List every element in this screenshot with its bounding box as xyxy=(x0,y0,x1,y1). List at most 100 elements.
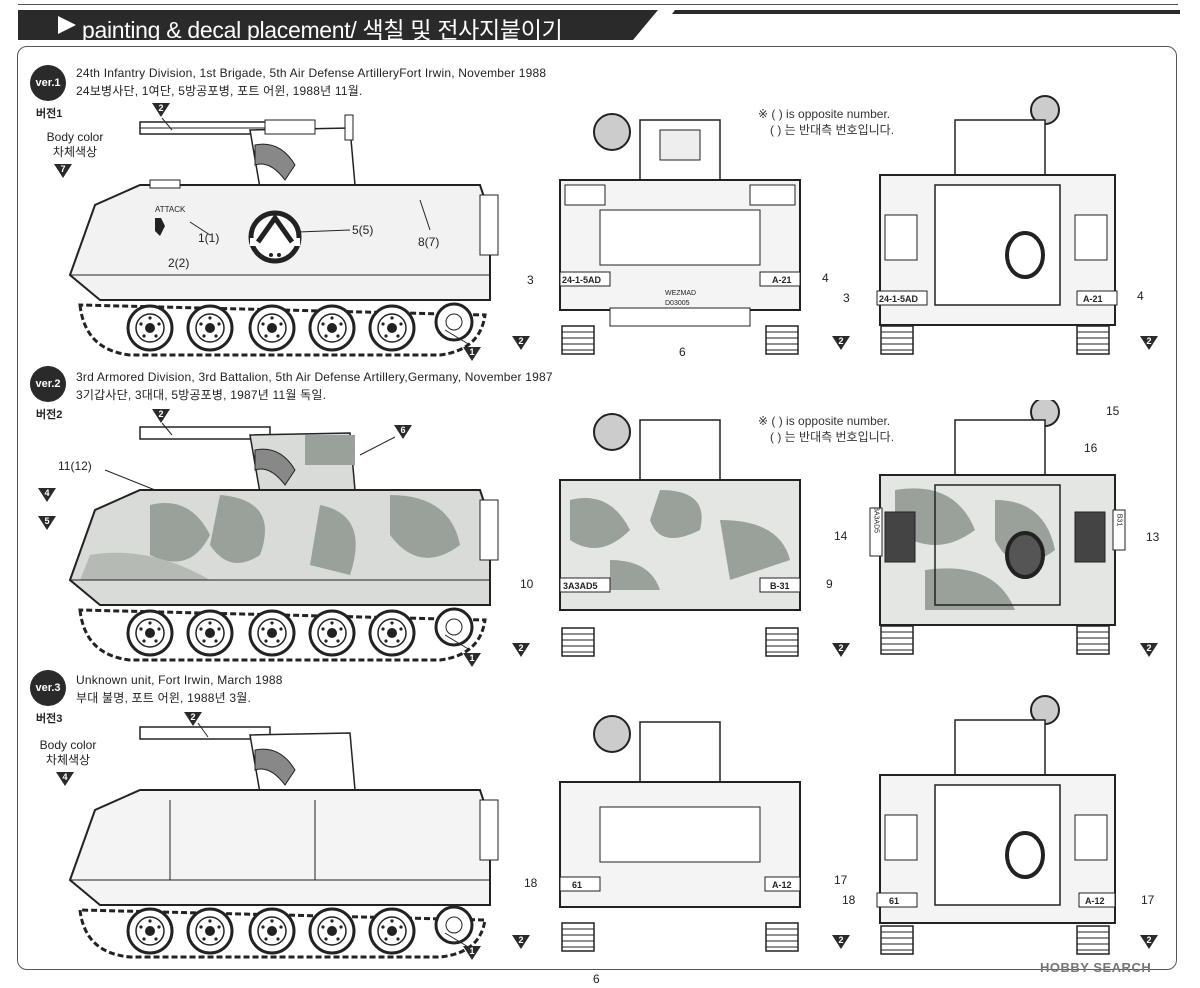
callout-number: 2 xyxy=(158,103,164,113)
callout-number: 2 xyxy=(1146,935,1152,945)
version-badge: ver.3 xyxy=(30,670,66,706)
decal-label: 8(7) xyxy=(418,235,440,249)
version-subtitle: 버전3 xyxy=(36,713,63,725)
decal-label: 1(1) xyxy=(198,231,220,245)
callout-marker xyxy=(512,643,530,657)
front-view-vehicle-camo: 3A3AD5 B-31 xyxy=(559,413,801,657)
side-view-vehicle: ATTACK xyxy=(68,114,499,357)
decal-number: 6 xyxy=(679,345,686,359)
svg-text:3A3AD5: 3A3AD5 xyxy=(563,581,598,591)
svg-text:A-12: A-12 xyxy=(772,880,792,890)
header-line xyxy=(672,10,1180,14)
callout-number: 2 xyxy=(1146,643,1152,653)
callout-number: 2 xyxy=(838,935,844,945)
callout-marker xyxy=(184,712,202,726)
callout-number: 2 xyxy=(838,336,844,346)
header-bar xyxy=(18,10,658,40)
svg-text:WEZMAD: WEZMAD xyxy=(665,290,696,297)
svg-text:A-12: A-12 xyxy=(1085,896,1105,906)
svg-text:24-1-5AD: 24-1-5AD xyxy=(879,294,919,304)
callout-marker xyxy=(512,935,530,949)
opposite-number-note: ※ ( ) is opposite number. xyxy=(758,107,891,121)
callout-marker xyxy=(38,516,56,530)
decal-number: 4 xyxy=(1137,289,1144,303)
side-view-vehicle-camo xyxy=(68,422,499,662)
svg-text:B-31: B-31 xyxy=(770,581,790,591)
callout-marker xyxy=(463,653,481,667)
svg-text:A-21: A-21 xyxy=(1083,294,1103,304)
decal-number: 4 xyxy=(822,271,829,285)
rear-view-vehicle: 24-1-5AD A-21 xyxy=(876,95,1118,355)
marker-number: 4 xyxy=(62,772,68,782)
svg-text:61: 61 xyxy=(572,880,582,890)
version-caption-ko: 24보병사단, 1여단, 5방공포병, 포트 어윈, 1988년 11월. xyxy=(76,84,363,98)
decal-number: 14 xyxy=(834,529,848,543)
decal-label: 2(2) xyxy=(168,256,190,270)
decal-number: 15 xyxy=(1106,404,1120,418)
callout-marker xyxy=(152,409,170,423)
decal-number: 18 xyxy=(524,876,538,890)
callout-marker xyxy=(832,336,850,350)
version-caption-ko: 부대 불명, 포트 어윈, 1988년 3월. xyxy=(76,691,252,705)
header-title: painting & decal placement/ 색칠 및 전사지붙이기 xyxy=(82,17,563,43)
decal-number: 10 xyxy=(520,577,534,591)
version-subtitle: 버전2 xyxy=(36,409,63,421)
svg-text:A-21: A-21 xyxy=(772,275,792,285)
callout-marker xyxy=(832,935,850,949)
callout-number: 4 xyxy=(44,488,50,498)
svg-text:ATTACK: ATTACK xyxy=(155,205,186,214)
version-caption-ko: 3기갑사단, 3대대, 5방공포병, 1987년 11월 독일. xyxy=(76,388,327,402)
version-caption-en: 3rd Armored Division, 3rd Battalion, 5th… xyxy=(76,370,553,384)
callout-marker xyxy=(38,488,56,502)
callout-number: 2 xyxy=(838,643,844,653)
svg-text:3A3AD5: 3A3AD5 xyxy=(873,507,880,533)
callout-marker xyxy=(394,425,412,439)
decal-number: 3 xyxy=(843,291,850,305)
rear-view-vehicle-camo: 3A3AD5 B31 xyxy=(869,400,1126,655)
callout-number: 2 xyxy=(518,643,524,653)
callout-number: 6 xyxy=(400,425,406,435)
version-caption-en: 24th Infantry Division, 1st Brigade, 5th… xyxy=(76,66,547,80)
version-subtitle: 버전1 xyxy=(36,108,63,120)
svg-text:24-1-5AD: 24-1-5AD xyxy=(562,275,602,285)
version-caption-en: Unknown unit, Fort Irwin, March 1988 xyxy=(76,673,283,687)
front-view-vehicle: 61 A-12 xyxy=(559,715,801,952)
front-view-vehicle: 24-1-5AD A-21 WEZMAD D03005 xyxy=(559,113,801,355)
callout-marker xyxy=(832,643,850,657)
callout-number: 2 xyxy=(158,409,164,419)
page-frame xyxy=(17,46,1177,970)
callout-number: 1 xyxy=(469,347,475,357)
callout-number: 2 xyxy=(518,336,524,346)
callout-marker xyxy=(152,103,170,117)
decal-number: 9 xyxy=(826,577,833,591)
callout-marker xyxy=(463,946,481,960)
rear-view-vehicle: 61 A-12 xyxy=(876,695,1116,955)
decal-number: 16 xyxy=(1084,441,1098,455)
decal-number: 18 xyxy=(842,893,856,907)
callout-marker xyxy=(1140,643,1158,657)
callout-number: 1 xyxy=(469,653,475,663)
top-rule xyxy=(18,0,1178,5)
callout-marker xyxy=(512,336,530,350)
marker-number: 7 xyxy=(60,164,66,174)
opposite-number-note-ko: ( ) 는 반대측 번호입니다. xyxy=(770,123,895,137)
svg-text:61: 61 xyxy=(889,896,899,906)
version-badge: ver.1 xyxy=(30,65,66,101)
side-view-vehicle xyxy=(68,722,499,959)
callout-number: 5 xyxy=(44,516,50,526)
callout-marker xyxy=(463,347,481,361)
callout-number: 1 xyxy=(469,946,475,956)
decal-label: 11(12) xyxy=(58,459,92,473)
callout-marker xyxy=(1140,336,1158,350)
decal-number: 17 xyxy=(834,873,848,887)
callout-marker xyxy=(1140,935,1158,949)
opposite-number-note-ko: ( ) 는 반대측 번호입니다. xyxy=(770,430,895,444)
page-number: 6 xyxy=(593,972,600,986)
callout-number: 2 xyxy=(1146,336,1152,346)
decal-label: 5(5) xyxy=(352,223,374,237)
decal-number: 3 xyxy=(527,273,534,287)
version-badge: ver.2 xyxy=(30,366,66,402)
decal-number: 13 xyxy=(1146,530,1160,544)
